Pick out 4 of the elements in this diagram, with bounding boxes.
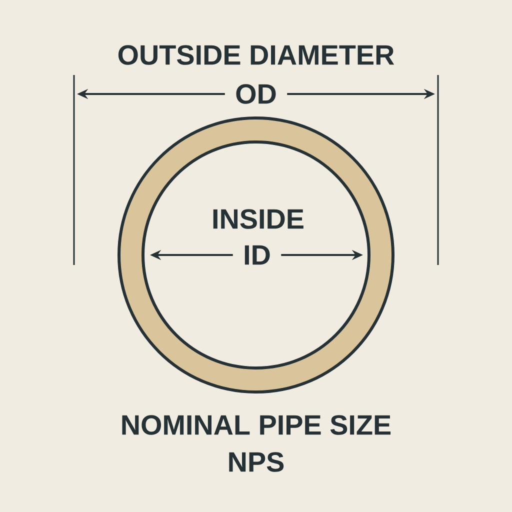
caption: NPS bbox=[229, 452, 284, 472]
dimension-label: ID bbox=[244, 245, 270, 265]
dimension-label: OUTSIDE DIAMETER bbox=[118, 45, 394, 65]
dimension-label: INSIDE bbox=[213, 209, 304, 229]
